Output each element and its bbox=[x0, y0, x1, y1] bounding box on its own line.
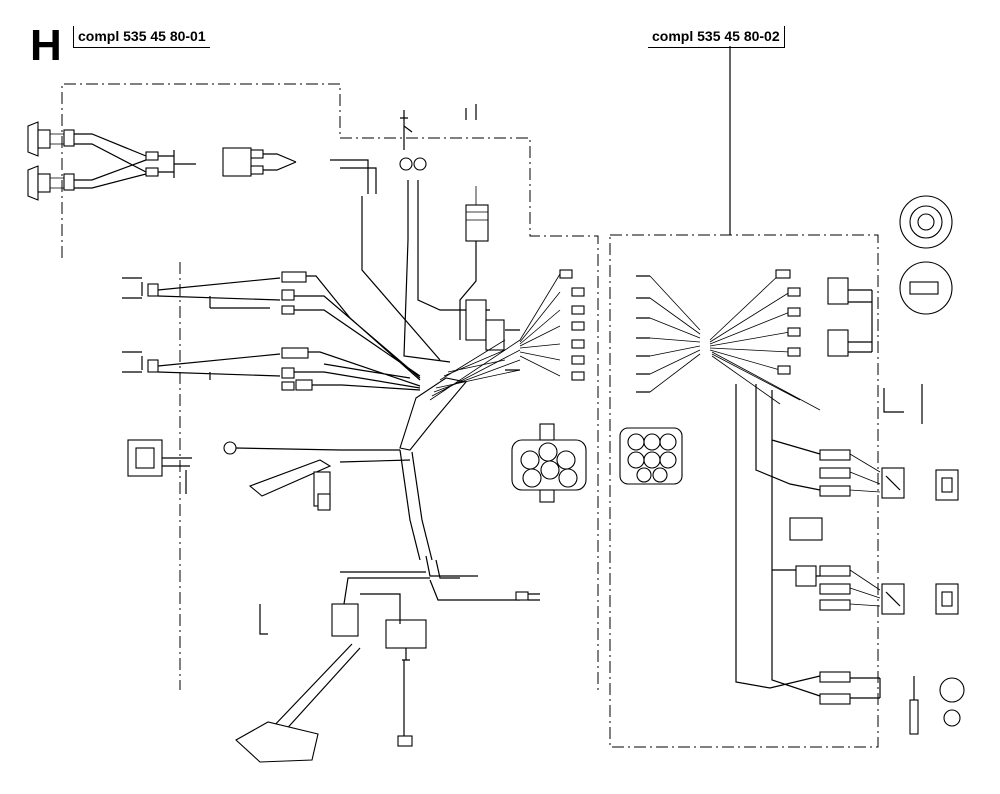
key-switch bbox=[909, 676, 965, 735]
gauge-round-second bbox=[899, 261, 953, 315]
left-connector-group-1 bbox=[122, 271, 421, 381]
harness-hub bbox=[429, 329, 521, 401]
left-connector-group-2 bbox=[122, 347, 421, 391]
kit-boundary-left bbox=[61, 83, 599, 690]
rocker-switch-1 bbox=[881, 467, 959, 501]
rocker-switch-2 bbox=[881, 583, 959, 615]
multipin-connector-right bbox=[619, 427, 683, 485]
connector-block-top bbox=[222, 147, 297, 177]
gauge-round-top bbox=[899, 195, 953, 249]
speaker-bottom bbox=[27, 165, 75, 201]
kit-label-left: compl 535 45 80-01 bbox=[73, 26, 210, 48]
speaker-wires bbox=[74, 133, 196, 189]
lower-branch bbox=[259, 555, 540, 747]
relay-block bbox=[459, 186, 505, 351]
switch-left bbox=[127, 439, 192, 494]
harness-wires-upper bbox=[330, 104, 490, 363]
speaker-top bbox=[27, 121, 75, 157]
right-kit-connector-stack bbox=[827, 277, 873, 357]
right-kit-harness bbox=[636, 269, 821, 411]
kit-boundary-right bbox=[609, 234, 879, 748]
bracket-right bbox=[883, 384, 923, 424]
right-kit-switch-wiring bbox=[735, 384, 881, 705]
section-letter: H bbox=[30, 21, 62, 70]
main-harness-trunk bbox=[339, 377, 468, 561]
left-kit-fan-connectors bbox=[519, 269, 585, 381]
lower-left-cable bbox=[223, 441, 341, 511]
multipin-connector-center bbox=[511, 423, 587, 503]
kit-label-right: compl 535 45 80-02 bbox=[648, 26, 785, 48]
lower-diagonal-cable bbox=[235, 643, 361, 763]
